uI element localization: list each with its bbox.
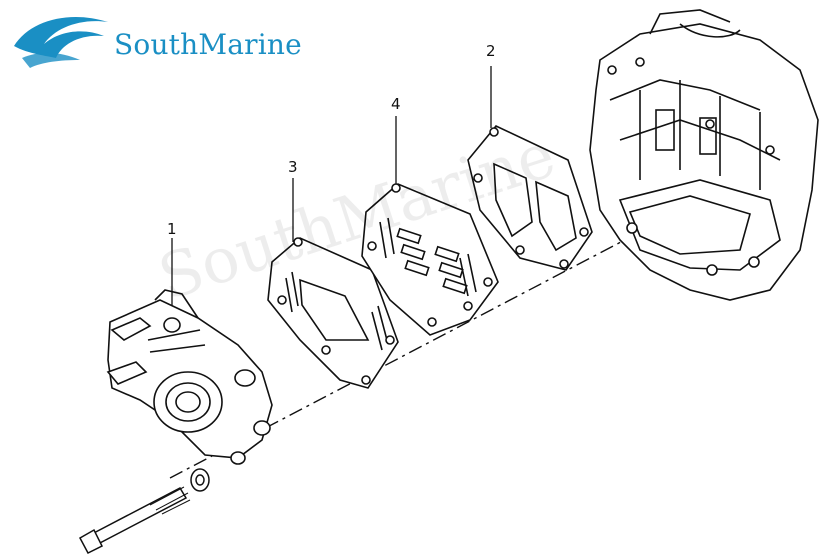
engine-crankcase	[589, 9, 819, 301]
washer	[190, 468, 210, 492]
callout-label-4: 4	[391, 95, 401, 113]
gasket-engine-side	[467, 125, 593, 271]
mounting-bolt	[78, 486, 191, 554]
wave-logo-icon	[14, 16, 108, 68]
callout-label-2: 2	[486, 42, 496, 60]
brand-logo-text: SouthMarine	[114, 28, 302, 61]
gasket-carburetor-side	[267, 237, 399, 389]
carburetor-intake-manifold	[106, 289, 273, 465]
reed-valve-plate	[361, 183, 499, 336]
callout-label-1: 1	[167, 220, 177, 238]
callout-label-3: 3	[288, 158, 298, 176]
